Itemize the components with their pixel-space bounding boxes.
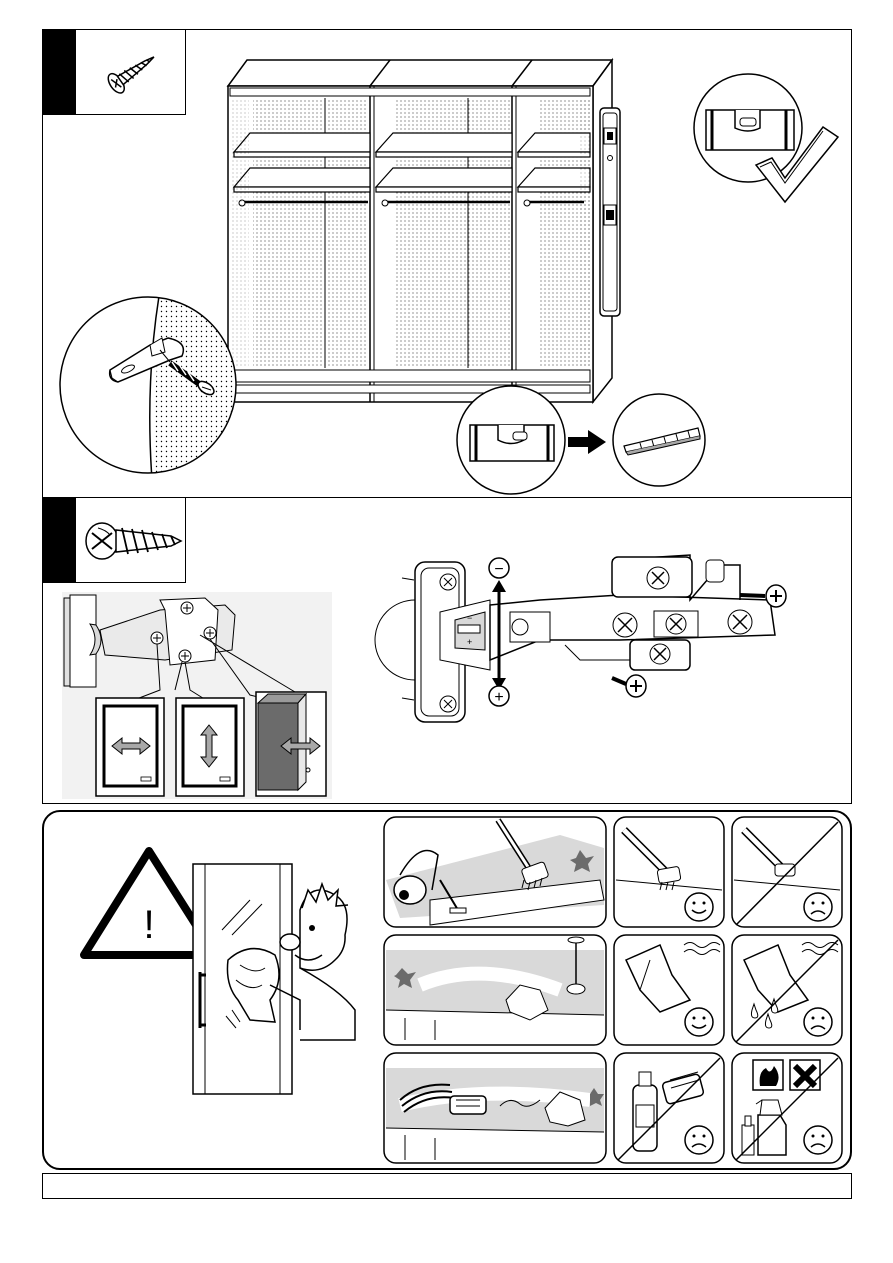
care-cell-chemicals — [732, 1053, 842, 1163]
care-cell-damp-wipe — [384, 935, 606, 1045]
care-cell-wet-cloth — [732, 935, 842, 1045]
care-cell-polish — [614, 1053, 724, 1163]
care-cell-damp-cloth — [614, 935, 724, 1045]
footer-strip — [42, 1173, 852, 1199]
care-cell-vacuum — [384, 817, 606, 927]
care-cell-chamois — [384, 1053, 606, 1163]
care-cell-soft-brush — [614, 817, 724, 927]
care-cell-hard-brush — [732, 817, 842, 927]
